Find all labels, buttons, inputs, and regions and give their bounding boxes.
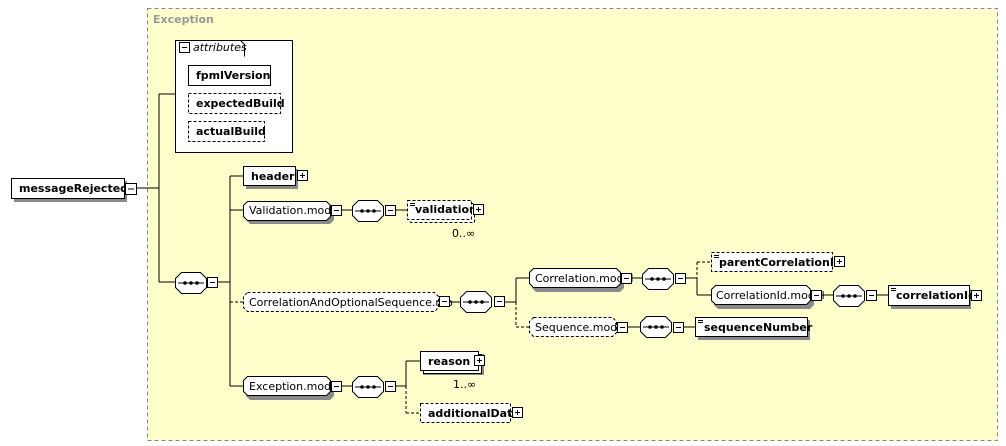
sequence-compositor-icon: [355, 209, 381, 213]
collapse-icon[interactable]: [385, 205, 396, 216]
expand-icon[interactable]: [474, 355, 485, 366]
attribute-label: fpmlVersion: [196, 69, 270, 82]
simple-content-icon: [714, 255, 719, 258]
node-label: messageRejected: [19, 182, 128, 195]
attribute-expected-build[interactable]: expectedBuild: [188, 93, 285, 114]
node-label: reason: [428, 355, 470, 368]
container-title: Exception: [153, 13, 214, 26]
collapse-icon[interactable]: [494, 296, 505, 307]
node-label: CorrelationId.model: [716, 289, 825, 302]
attribute-label: expectedBuild: [196, 97, 285, 110]
cardinality-label: 1..∞: [453, 378, 476, 391]
node-correlation-and-optional-sequence-model[interactable]: CorrelationAndOptionalSequence.mo: [243, 292, 454, 312]
node-correlation-id[interactable]: correlationId: [888, 285, 982, 310]
collapse-icon[interactable]: [331, 205, 342, 216]
validation-sequence[interactable]: [352, 200, 396, 222]
collapse-icon[interactable]: [125, 183, 137, 195]
exception-sequence[interactable]: [352, 376, 396, 398]
node-sequence-number[interactable]: sequenceNumber: [695, 317, 813, 341]
correlation-model-sequence[interactable]: [642, 268, 686, 290]
simple-content-icon: [698, 320, 703, 323]
node-label: Validation.model: [249, 204, 341, 217]
simple-content-icon: [891, 288, 896, 291]
correlation-sequence[interactable]: [460, 291, 505, 313]
expand-icon[interactable]: [512, 407, 523, 418]
node-label: CorrelationAndOptionalSequence.mo: [249, 296, 453, 309]
simple-content-icon: [410, 203, 415, 206]
sequence-compositor-icon: [645, 277, 671, 281]
node-validation[interactable]: validation 0..∞: [407, 200, 484, 241]
node-parent-correlation-id[interactable]: parentCorrelationId: [711, 252, 845, 272]
sequence-compositor-icon: [463, 300, 489, 304]
sequence-compositor-icon: [178, 281, 204, 285]
sequence-model-sequence[interactable]: [640, 316, 684, 338]
expand-icon[interactable]: [473, 204, 484, 215]
connectors: [137, 93, 888, 414]
node-label: Sequence.model: [535, 321, 627, 334]
node-label: additionalData: [428, 407, 520, 420]
node-label: Exception.model: [249, 380, 341, 393]
node-correlation-id-model[interactable]: CorrelationId.model: [711, 285, 825, 310]
correlation-id-sequence[interactable]: [833, 285, 877, 307]
expand-icon[interactable]: [834, 256, 845, 267]
collapse-icon[interactable]: [207, 277, 218, 288]
node-label: correlationId: [896, 289, 976, 302]
node-exception-model[interactable]: Exception.model: [243, 376, 342, 401]
attribute-label: actualBuild: [196, 125, 266, 138]
node-label: validation: [415, 203, 477, 216]
cardinality-label: 0..∞: [452, 227, 475, 240]
node-label: Correlation.model: [535, 272, 633, 285]
node-label: parentCorrelationId: [719, 256, 842, 269]
node-reason[interactable]: reason 1..∞: [420, 351, 485, 392]
node-validation-model[interactable]: Validation.model: [243, 201, 342, 225]
node-correlation-model[interactable]: Correlation.model: [529, 268, 634, 293]
collapse-icon[interactable]: [675, 273, 686, 284]
collapse-icon[interactable]: [179, 42, 190, 53]
collapse-icon[interactable]: [811, 290, 822, 301]
expand-icon[interactable]: [971, 290, 982, 301]
attribute-actual-build[interactable]: actualBuild: [188, 121, 266, 142]
sequence-compositor[interactable]: [175, 272, 218, 294]
expand-icon[interactable]: [297, 170, 308, 181]
collapse-icon[interactable]: [866, 290, 877, 301]
sequence-compositor-icon: [643, 325, 669, 329]
node-label: sequenceNumber: [704, 321, 813, 334]
attributes-group: attributes fpmlVersion expectedBuild act…: [175, 40, 293, 153]
collapse-icon[interactable]: [385, 381, 396, 392]
node-header[interactable]: header: [243, 166, 308, 190]
collapse-icon[interactable]: [617, 322, 628, 333]
node-label: header: [251, 170, 295, 183]
node-additional-data[interactable]: additionalData: [420, 403, 523, 423]
node-message-rejected[interactable]: messageRejected: [11, 178, 137, 203]
node-sequence-model[interactable]: Sequence.model: [529, 317, 628, 337]
attributes-label: attributes: [193, 41, 247, 54]
collapse-icon[interactable]: [331, 381, 342, 392]
sequence-compositor-icon: [836, 294, 862, 298]
collapse-icon[interactable]: [439, 296, 450, 307]
collapse-icon[interactable]: [673, 322, 684, 333]
attribute-fpml-version[interactable]: fpmlVersion: [188, 65, 271, 86]
collapse-icon[interactable]: [621, 273, 632, 284]
sequence-compositor-icon: [355, 385, 381, 389]
